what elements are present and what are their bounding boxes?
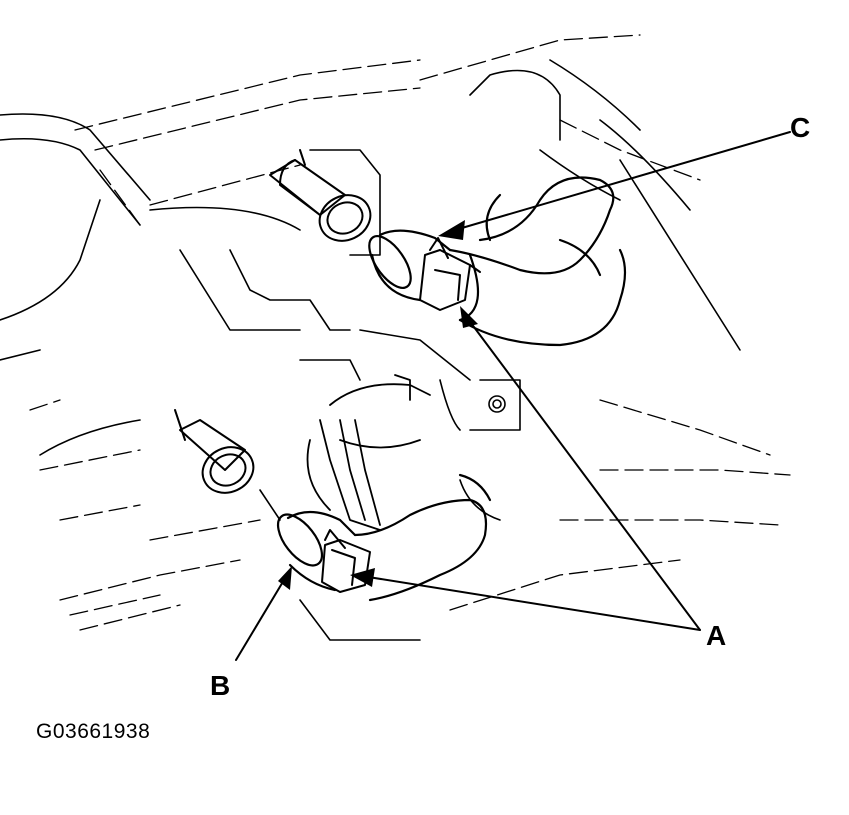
mounting-bracket: [229, 149, 521, 431]
lower-pipe-nipple: [174, 409, 255, 494]
background-engine-outline: [29, 34, 791, 631]
lower-hose-b: [276, 473, 492, 602]
callout-arrowheads: [278, 220, 478, 590]
arrowhead-a-lower: [350, 568, 375, 587]
background-frame: [0, 59, 691, 641]
callout-label-c: C: [790, 112, 811, 143]
callout-label-b: B: [210, 670, 231, 701]
upper-hose-clamp: [419, 237, 481, 311]
upper-pipe-nipple: [269, 149, 372, 242]
upper-hose-c: [368, 176, 627, 347]
callout-label-a: A: [706, 620, 727, 651]
figure-id-label: G03661938: [36, 720, 151, 743]
arrowhead-a-upper: [460, 306, 478, 328]
callout-leader-lines: [235, 131, 791, 661]
arrowhead-c: [438, 220, 465, 240]
arrowhead-b: [278, 566, 292, 590]
lower-hose-clamp: [321, 529, 371, 593]
middle-hose: [306, 374, 431, 531]
